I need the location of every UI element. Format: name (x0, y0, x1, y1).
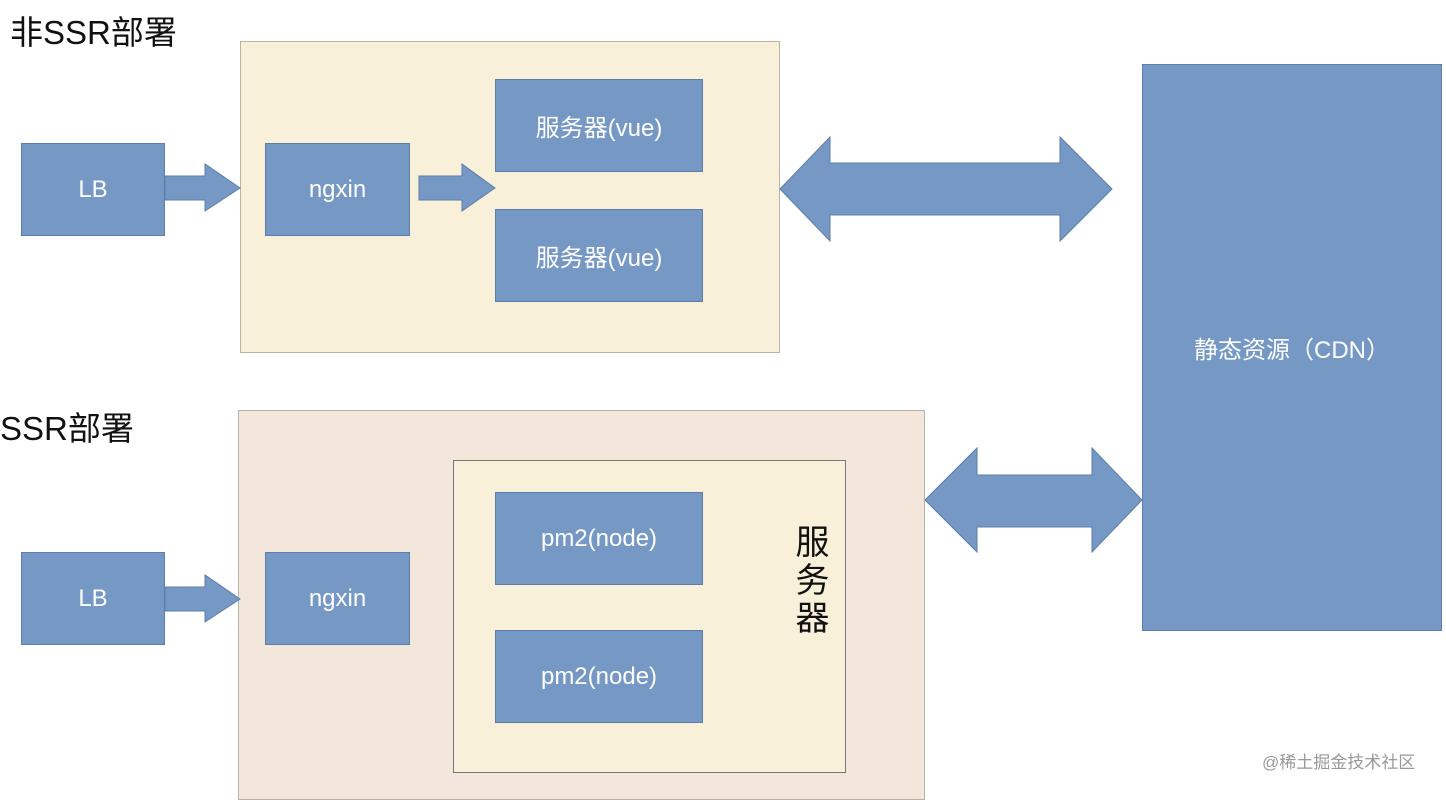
pm2-node-box-2: pm2(node) (495, 630, 703, 723)
watermark: @稀土掘金技术社区 (1262, 753, 1416, 772)
double-arrow-top-cdn (779, 135, 1113, 243)
cdn-box: 静态资源（CDN） (1142, 64, 1442, 631)
ssr-lb-box: LB (21, 552, 165, 645)
arrow-lb-to-nginx-bottom (164, 574, 241, 623)
non-ssr-title: 非SSR部署 (10, 14, 177, 51)
arrow-nginx-to-servers (418, 163, 496, 212)
non-ssr-lb-box: LB (21, 143, 165, 236)
arrow-lb-to-nginx-top (164, 163, 241, 212)
pm2-node-box-1: pm2(node) (495, 492, 703, 585)
vue-server-box-2: 服务器(vue) (495, 209, 703, 302)
ssr-title: SSR部署 (0, 410, 134, 447)
double-arrow-bottom-cdn (924, 446, 1143, 554)
non-ssr-nginx-box: ngxin (265, 143, 410, 236)
server-group-label: 服务器 (789, 524, 829, 638)
ssr-nginx-box: ngxin (265, 552, 410, 645)
vue-server-box-1: 服务器(vue) (495, 79, 703, 172)
